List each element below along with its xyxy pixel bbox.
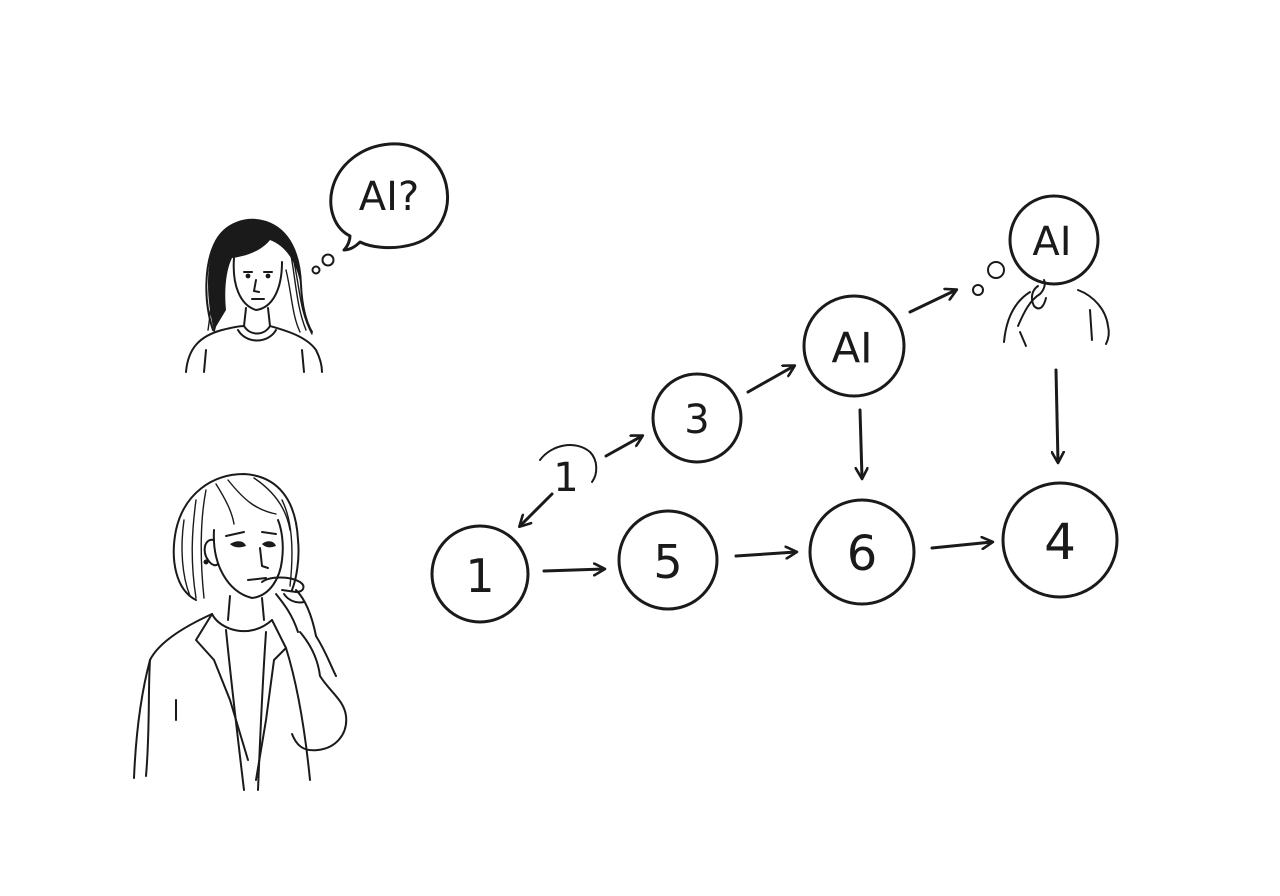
edges-layer: [520, 290, 1058, 571]
node-6: 6: [808, 498, 916, 606]
thought-bubble: AI?: [311, 142, 449, 275]
node-6-label: 6: [847, 526, 878, 582]
girl-figure: [185, 218, 323, 373]
edge-label-1-text: 1: [553, 455, 578, 501]
edge-ai-to-thought: [908, 290, 956, 314]
thought-bubble-text: AI?: [359, 174, 419, 220]
edge-5-to-6: [734, 552, 796, 556]
node-5: 5: [617, 509, 719, 611]
node-4: 4: [1001, 481, 1119, 599]
node-1: 1: [430, 524, 530, 624]
edge-small1-to-1: [520, 492, 554, 526]
edge-6-to-4: [930, 542, 992, 548]
node-ai-label: AI: [831, 324, 872, 373]
node-5-label: 5: [653, 535, 682, 589]
node-ai: AI: [802, 294, 906, 398]
ai-head-figure: [1003, 279, 1110, 347]
edge-label-1: 1: [539, 444, 598, 501]
woman-figure: [133, 473, 348, 791]
edge-3-to-ai: [746, 366, 794, 394]
node-1-label: 1: [465, 549, 494, 603]
edge-small1-to-3: [604, 436, 642, 458]
edge-1-to-5: [542, 569, 604, 571]
nodes-layer: 1 5 6 4 3 AI AI 1: [430, 194, 1119, 624]
head-ai-label: AI: [1032, 219, 1071, 265]
node-4-label: 4: [1044, 513, 1076, 571]
head-ai: AI: [1008, 194, 1100, 286]
edge-ai-to-6: [860, 408, 862, 478]
edge-headai-to-4: [1056, 368, 1058, 462]
node-3-label: 3: [684, 397, 709, 443]
node-3: 3: [651, 372, 743, 464]
thought-dots: [972, 261, 1005, 296]
